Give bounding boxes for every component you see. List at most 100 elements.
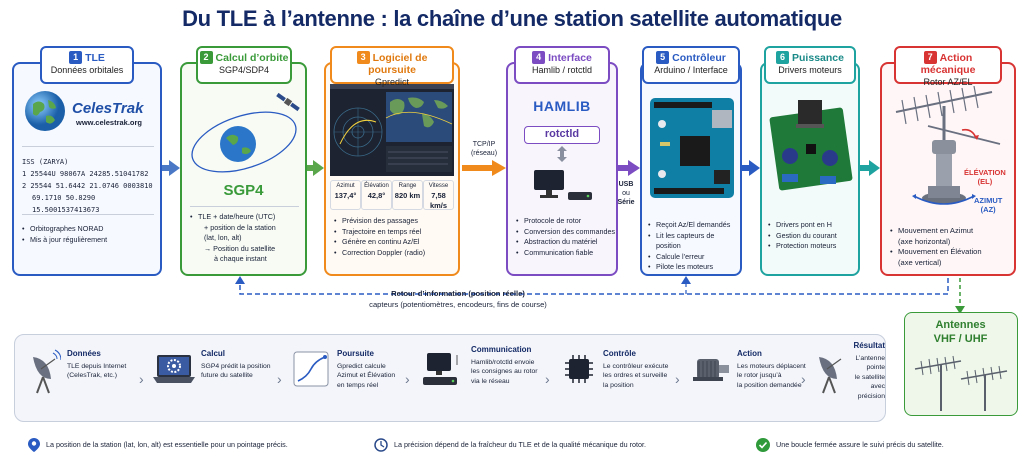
celestrak-url[interactable]: www.celestrak.org bbox=[76, 118, 142, 127]
check-circle-icon bbox=[756, 438, 770, 452]
tle-line-2: 2 25544 51.6442 21.0746 0003810 bbox=[22, 182, 153, 190]
tle-block: ISS (ZARYA) 1 25544U 98067A 24285.510417… bbox=[22, 156, 160, 216]
stage-4-bullet: Communication fiable bbox=[516, 248, 615, 259]
rotctld-label: rotctld bbox=[524, 126, 600, 144]
stage-6-bullet: Protection moteurs bbox=[768, 241, 837, 252]
chevron-right-icon: › bbox=[801, 371, 806, 387]
flow-arrow bbox=[307, 160, 324, 176]
azimut-label: AZIMUT (AZ) bbox=[974, 196, 1003, 214]
yagi-antennas-icon bbox=[914, 355, 1008, 411]
readout-value: 42,8° bbox=[367, 191, 386, 200]
stage-3-card: Azimut 137,4° Élévation 42,8° Range 820 … bbox=[324, 62, 460, 276]
stage-5-card: Reçoit Az/El demandés Lit les capteurs d… bbox=[640, 62, 742, 276]
readout-value: 820 km bbox=[394, 191, 421, 200]
chip-icon bbox=[565, 355, 593, 383]
stage-3-bullet: Génère en continu Az/El bbox=[334, 237, 425, 248]
readout-label: Élévation bbox=[364, 183, 389, 189]
motor-icon bbox=[693, 359, 729, 381]
globe-icon bbox=[25, 91, 65, 131]
readout-label: Range bbox=[398, 183, 417, 189]
gpredict-screen bbox=[330, 84, 454, 176]
readout-label: Azimut bbox=[336, 183, 355, 189]
tle-line-name: ISS (ZARYA) bbox=[22, 158, 69, 166]
stage-5-bullet: Calcule l’erreur bbox=[648, 252, 740, 263]
antennas-box: Antennes VHF / UHF bbox=[904, 312, 1018, 416]
location-pin-icon bbox=[28, 438, 40, 452]
tle-line-3: 69.1710 50.8290 15.5001537413673 bbox=[32, 194, 100, 214]
chevron-right-icon: › bbox=[405, 371, 410, 387]
readout-label: Vitesse bbox=[428, 183, 449, 189]
footer-note-position: La position de la station (lat, lon, alt… bbox=[28, 438, 288, 452]
dish-icon bbox=[819, 357, 842, 394]
chevron-right-icon: › bbox=[139, 371, 144, 387]
stage-2-card: SGP4 TLE + date/heure (UTC) + position d… bbox=[180, 62, 307, 276]
stage-6-card: Drivers pont en H Gestion du courant Pro… bbox=[760, 62, 860, 276]
flow-arrow bbox=[162, 160, 180, 176]
process-step-communication: Communication Hamlib/rotctld envoie les … bbox=[471, 345, 538, 385]
stage-3-bullet: Correction Doppler (radio) bbox=[334, 248, 425, 259]
chevron-right-icon: › bbox=[675, 371, 680, 387]
stage-6-bullet: Gestion du courant bbox=[768, 231, 837, 242]
flow-arrow bbox=[860, 160, 880, 176]
process-step-donnees: Données TLE depuis Internet (CelesTrak, … bbox=[67, 349, 127, 379]
stage-1-bullet: Orbitographes NORAD bbox=[22, 224, 107, 235]
process-step-controle: Contrôle Le contrôleur exécute les ordre… bbox=[603, 349, 669, 389]
stage-5-bullet: Reçoit Az/El demandés bbox=[648, 220, 740, 231]
tcpip-arrow bbox=[462, 160, 506, 176]
stage-7-bullet: Mouvement en Azimut bbox=[890, 226, 973, 237]
rotor-antenna-icon bbox=[895, 86, 1001, 205]
dish-icon bbox=[33, 349, 61, 394]
process-strip: Données TLE depuis Internet (CelesTrak, … bbox=[14, 334, 886, 422]
stage-7-detail: (axe horizontal) bbox=[898, 236, 951, 246]
satellite-icon bbox=[276, 92, 300, 112]
stage-3-bullet: Trajectoire en temps réel bbox=[334, 227, 425, 238]
stage-7-card: ÉLÉVATION (EL) AZIMUT (AZ) Mouvement en … bbox=[880, 62, 1016, 276]
usb-label: USB ou Série bbox=[617, 181, 635, 206]
updown-arrow-icon bbox=[557, 146, 567, 162]
readout-value: 137,4° bbox=[334, 191, 357, 200]
flow-arrow bbox=[742, 160, 760, 176]
footer-note-loop: Une boucle fermée assure le suivi précis… bbox=[756, 438, 944, 452]
page-title: Du TLE à l’antenne : la chaîne d’une sta… bbox=[182, 6, 842, 31]
motor-driver-board-icon bbox=[769, 100, 853, 191]
tle-line-1: 1 25544U 98067A 24285.51041782 bbox=[22, 170, 149, 178]
stage-1-bullet: Mis à jour régulièrement bbox=[22, 235, 107, 246]
stage-6-bullet: Drivers pont en H bbox=[768, 220, 837, 231]
antennas-bands: VHF / UHF bbox=[933, 333, 988, 345]
computer-icon bbox=[423, 353, 458, 385]
stage-7-detail: (axe vertical) bbox=[898, 257, 942, 267]
stage-3-bullet: Prévision des passages bbox=[334, 216, 425, 227]
stage-2-bullet: TLE + date/heure (UTC) bbox=[190, 212, 275, 223]
stage-1-card: CelesTrak www.celestrak.org ISS (ZARYA) … bbox=[12, 62, 162, 276]
stage-7-bullet: Mouvement en Élévation bbox=[890, 247, 982, 258]
clock-icon bbox=[374, 438, 388, 452]
stage-2-detail: + position de la station (lat, lon, alt)… bbox=[204, 222, 276, 264]
hamlib-label: HAMLIB bbox=[533, 98, 591, 114]
chevron-right-icon: › bbox=[277, 371, 282, 387]
celestrak-logo: CelesTrak bbox=[72, 100, 144, 117]
gear-laptop-icon bbox=[153, 355, 195, 383]
stage-5-bullet: Pilote les moteurs bbox=[648, 262, 740, 273]
sgp4-label: SGP4 bbox=[223, 182, 264, 199]
process-step-resultat: Résultat L’antenne pointe le satellite a… bbox=[853, 341, 885, 400]
stage-4-bullet: Protocole de rotor bbox=[516, 216, 615, 227]
readout-value: 7,58 km/s bbox=[429, 191, 448, 210]
tcpip-label: TCP/IP (réseau) bbox=[470, 141, 498, 157]
orbit-icon bbox=[191, 92, 300, 173]
usb-arrow bbox=[618, 160, 640, 176]
chevron-right-icon: › bbox=[545, 371, 550, 387]
stage-5-bullet: Lit les capteurs de position bbox=[648, 231, 740, 252]
arduino-board-icon bbox=[650, 98, 734, 198]
stage-4-card: HAMLIB rotctld Protocole de rotor Conver… bbox=[506, 62, 618, 276]
process-step-action: Action Les moteurs déplacent le rotor ju… bbox=[737, 349, 806, 389]
tracking-readout: Azimut 137,4° Élévation 42,8° Range 820 … bbox=[330, 180, 454, 210]
feedback-loop bbox=[235, 276, 965, 314]
chart-icon bbox=[293, 351, 329, 387]
footer-note-precision: La précision dépend de la fraîcheur du T… bbox=[374, 438, 646, 452]
